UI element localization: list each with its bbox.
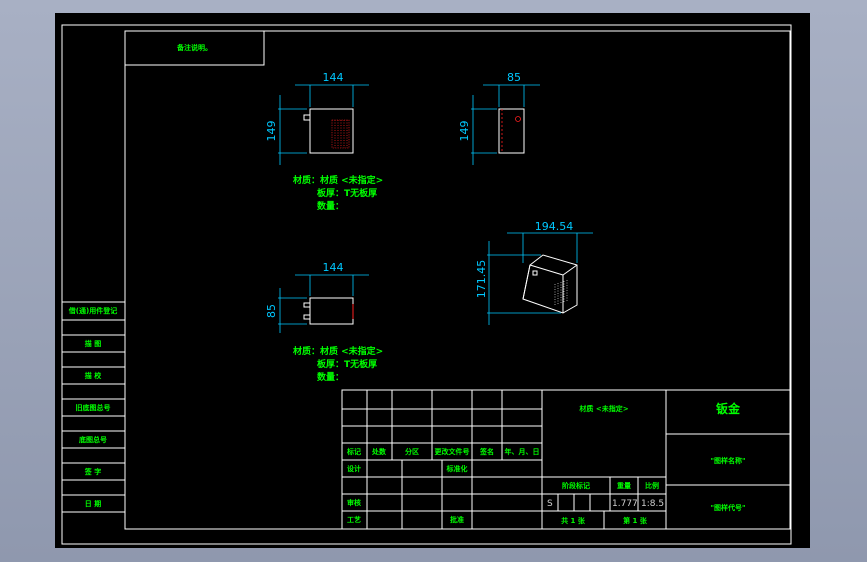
iso-width-dim: 194.54: [535, 220, 574, 233]
weight-value: 1.777: [612, 499, 638, 509]
svg-text:第 1 张: 第 1 张: [623, 516, 648, 525]
svg-text:审核: 审核: [347, 498, 361, 507]
svg-text:旧底图总号: 旧底图总号: [76, 403, 111, 412]
svg-text:批准: 批准: [450, 515, 464, 524]
svg-text:板厚：T无板厚: 板厚：T无板厚: [317, 358, 377, 370]
svg-text:描 校: 描 校: [85, 371, 102, 380]
front-height-dim: 149: [265, 121, 278, 142]
drawing-code: "图样代号": [710, 503, 745, 512]
svg-text:阶段标记: 阶段标记: [562, 481, 590, 490]
note-text: 备注说明。: [176, 43, 212, 52]
left-column: 借(通)用件登记 描 图 描 校 旧底图总号 底图总号 签 字 日 期: [62, 301, 125, 513]
iso-view: 194.54 171.45: [475, 220, 593, 325]
side-width-dim: 85: [507, 71, 521, 84]
svg-text:数量：: 数量：: [317, 371, 344, 383]
drawing-name: "图样名称": [710, 456, 745, 465]
top-height-dim: 85: [265, 304, 278, 318]
svg-text:描 图: 描 图: [85, 339, 101, 348]
svg-text:标记: 标记: [346, 447, 361, 456]
drawing-canvas: 备注说明。 144 149 85 149: [61, 24, 792, 545]
svg-text:比例: 比例: [645, 481, 659, 490]
svg-text:材质：材质 <未指定>: 材质：材质 <未指定>: [292, 345, 383, 357]
svg-text:签 字: 签 字: [84, 467, 101, 476]
svg-text:共 1 张: 共 1 张: [561, 516, 586, 525]
spec-block-1: 材质：材质 <未指定> 板厚：T无板厚 数量：: [292, 174, 383, 212]
svg-text:更改文件号: 更改文件号: [435, 447, 470, 456]
svg-text:标准化: 标准化: [446, 464, 468, 473]
outer-frame: [61, 24, 792, 545]
top-width-dim: 144: [323, 261, 344, 274]
svg-text:材质：材质 <未指定>: 材质：材质 <未指定>: [292, 174, 383, 186]
title-block: 标记 处数 分区 更改文件号 签名 年、月、日 设计 标准化 审核 工艺 批准 …: [341, 389, 791, 530]
svg-text:数量：: 数量：: [317, 200, 344, 212]
front-view: 144 149: [265, 71, 369, 165]
top-view: 144 85: [265, 261, 369, 333]
svg-text:重量: 重量: [617, 481, 631, 490]
drawing-sheet: 备注说明。 144 149 85 149: [55, 13, 810, 548]
material-field: 材质 <未指定>: [578, 404, 628, 413]
svg-text:处数: 处数: [371, 447, 387, 456]
svg-text:年、月、日: 年、月、日: [505, 447, 540, 456]
stage-value: S: [547, 499, 553, 509]
front-width-dim: 144: [323, 71, 344, 84]
svg-text:借(通)用件登记: 借(通)用件登记: [68, 306, 117, 315]
spec-block-2: 材质：材质 <未指定> 板厚：T无板厚 数量：: [292, 345, 383, 383]
side-height-dim: 149: [458, 121, 471, 142]
svg-text:底图总号: 底图总号: [79, 435, 107, 444]
svg-text:工艺: 工艺: [347, 515, 361, 524]
side-view: 85 149: [458, 71, 540, 165]
svg-text:签名: 签名: [479, 447, 494, 456]
note-box: [124, 30, 265, 66]
svg-text:设计: 设计: [347, 464, 361, 473]
company-name: 钣金: [716, 401, 741, 416]
scale-value: 1:8.5: [641, 499, 664, 509]
svg-text:板厚：T无板厚: 板厚：T无板厚: [317, 187, 377, 199]
svg-text:分区: 分区: [405, 447, 419, 456]
iso-height-dim: 171.45: [475, 260, 488, 299]
svg-text:日 期: 日 期: [85, 499, 101, 508]
